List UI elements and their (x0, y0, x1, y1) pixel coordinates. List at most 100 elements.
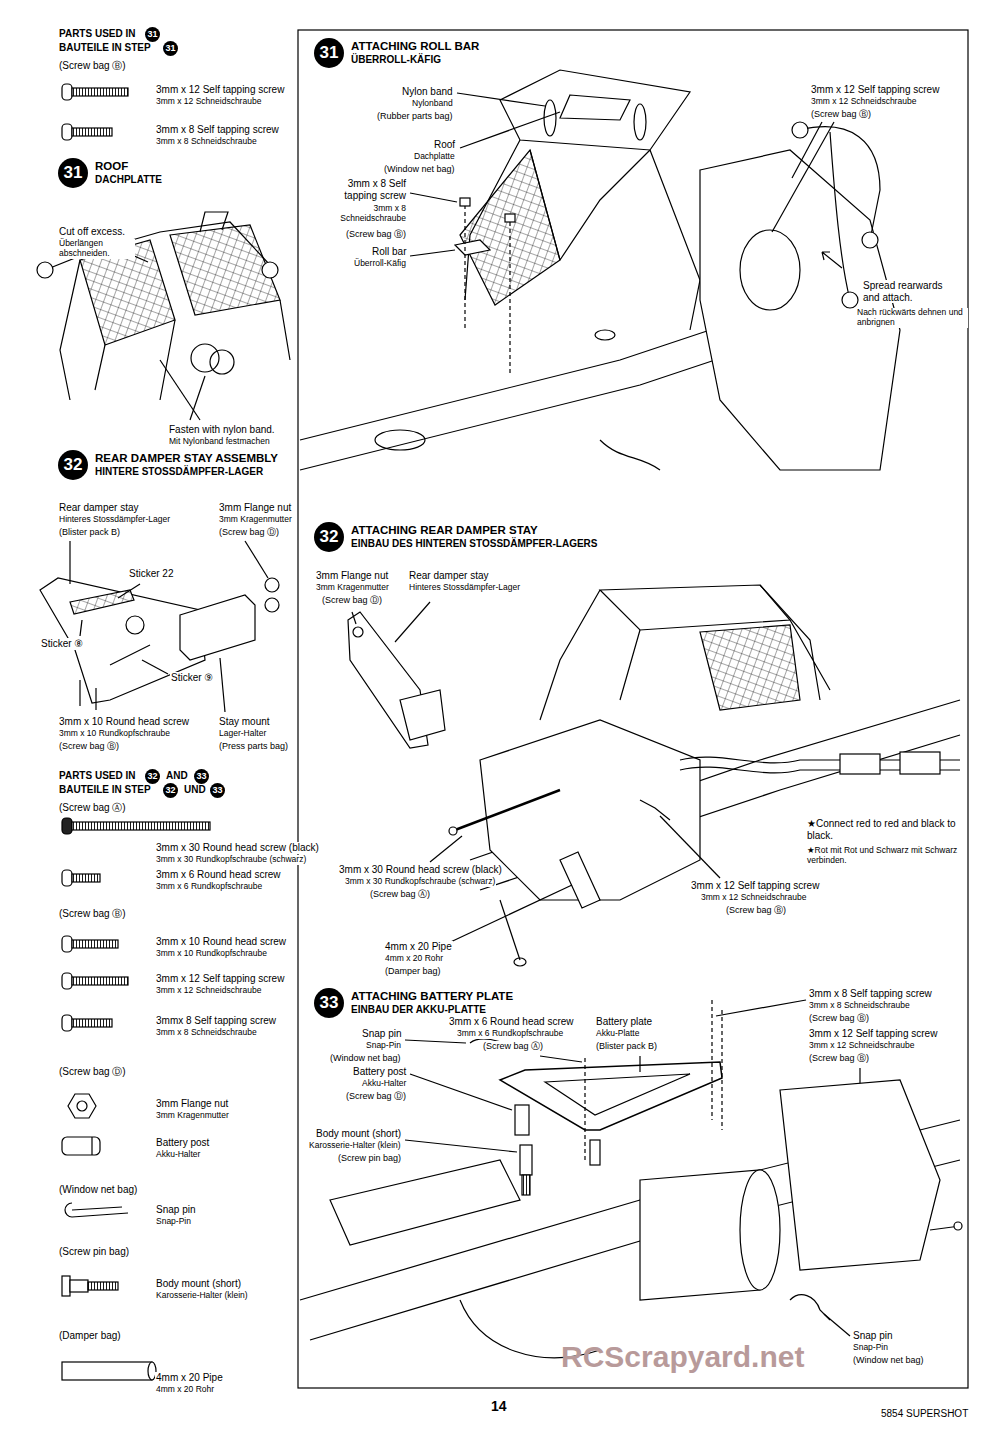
part-label: Body mount (short) (315, 1128, 402, 1140)
part-label: 3mm x 30 Rundkopfschraube (schwarz) (155, 855, 307, 865)
part-label: (Rubber parts bag) (376, 111, 454, 121)
part-label: (Screw bag Ⓑ) (725, 905, 787, 915)
part-label: 3mm Kragenmutter (155, 1111, 230, 1121)
part-label: 4mm x 20 Pipe (155, 1372, 224, 1384)
part-label: 3mm x 12 Self tapping screw (690, 880, 820, 892)
part-label: (Window net bag) (383, 164, 456, 174)
part-label: (Screw bag Ⓑ) (58, 60, 127, 72)
part-label: Dachplatte (413, 152, 456, 162)
step-number: 31 (58, 158, 88, 188)
part-label: 3mm x 12 Schneidschraube (808, 1041, 915, 1051)
part-label: 3mm Kragenmutter (218, 515, 293, 525)
part-label: Body mount (short) (155, 1278, 242, 1290)
part-label: Snap-Pin (155, 1217, 192, 1227)
part-label: 3mm Flange nut (218, 502, 292, 514)
part-label: 3mm x 12 Self tapping screw (808, 1028, 938, 1040)
part-label: (Screw bag Ⓑ) (345, 229, 407, 239)
part-label: 4mm x 20 Rohr (155, 1385, 215, 1395)
part-label: (Window net bag) (852, 1355, 925, 1365)
step-title: DACHPLATTE (95, 174, 162, 186)
part-label: Überlängen abschneiden. (58, 239, 135, 259)
section-heading: AND (165, 770, 189, 782)
step-ref-number: 33 (194, 769, 209, 784)
part-label: 3mm x 12 Self tapping screw (155, 84, 285, 96)
part-label: 3mm Kragenmutter (315, 583, 390, 593)
part-label: (Screw bag Ⓑ) (808, 1013, 870, 1023)
part-label: 3mm x 8 Self tapping screw (808, 988, 933, 1000)
part-label: Battery post (352, 1066, 407, 1078)
page-number: 14 (490, 1398, 508, 1414)
part-label: (Screw bag Ⓐ) (58, 802, 127, 814)
part-label: Snap-Pin (852, 1343, 889, 1353)
part-label: 3mm x 10 Rundkopfschraube (58, 729, 171, 739)
part-label: Karosserie-Halter (klein) (308, 1141, 402, 1151)
part-label: 3mm x 8 Self tapping screw (155, 124, 280, 136)
part-label: Snap pin (361, 1028, 402, 1040)
section-heading: BAUTEILE IN STEP (58, 42, 152, 54)
part-label: (Window net bag) (58, 1184, 138, 1196)
step-number: 33 (314, 988, 344, 1018)
section-heading: PARTS USED IN (58, 770, 137, 782)
step-ref-number: 31 (163, 41, 178, 56)
part-label: Spread rearwards and attach. (862, 280, 962, 303)
step-heading: 31ATTACHING ROLL BARÜBERROLL-KÄFIG (314, 38, 482, 70)
part-label: (Screw bag Ⓓ) (321, 595, 383, 605)
part-label: Fasten with nylon band. (168, 424, 276, 436)
step-ref-number: 32 (163, 783, 178, 798)
part-label: (Screw bag Ⓓ) (58, 1066, 127, 1078)
part-label: Cut off excess. (58, 226, 126, 238)
part-label: ★Connect red to red and black to black. (806, 818, 966, 841)
step-title: EINBAU DES HINTEREN STOSSDÄMPFER-LAGERS (351, 538, 598, 550)
part-label: (Screw bag Ⓑ) (58, 741, 120, 751)
part-label: Rear damper stay (408, 570, 489, 582)
part-label: (Screw bag Ⓓ) (345, 1091, 407, 1101)
part-label: Nylonband (411, 99, 454, 109)
part-label: (Damper bag) (384, 966, 442, 976)
step-heading: 31ROOFDACHPLATTE (58, 158, 165, 190)
part-label: 4mm x 20 Pipe (384, 941, 453, 953)
part-label: Nach rückwärts dehnen und anbrignen (856, 308, 968, 328)
part-label: 3mm x 6 Rundkopfschraube (456, 1029, 564, 1039)
part-label: 3mm x 30 Round head screw (black) (338, 864, 503, 876)
part-label: Akku-Platte (595, 1029, 640, 1039)
part-label: Battery post (155, 1137, 210, 1149)
part-label: 3mm Flange nut (315, 570, 389, 582)
part-label: Stay mount (218, 716, 271, 728)
step-heading: 32ATTACHING REAR DAMPER STAYEINBAU DES H… (314, 522, 600, 554)
part-label: ★Rot mit Rot und Schwarz mit Schwarz ver… (806, 846, 966, 866)
part-label: Mit Nylonband festmachen (168, 437, 271, 447)
step-title: REAR DAMPER STAY ASSEMBLY (95, 452, 278, 465)
part-label: (Blister pack B) (58, 527, 121, 537)
part-label: 3mm x 8 Schneidschraube (808, 1001, 911, 1011)
part-label: 3mm x 12 Schneidschraube (155, 97, 262, 107)
part-label: (Screw bag Ⓐ) (482, 1041, 544, 1051)
part-label: Snap-Pin (365, 1041, 402, 1051)
part-label: 3mm x 12 Schneidschraube (155, 986, 262, 996)
part-label: 3mm x 10 Round head screw (58, 716, 190, 728)
part-label: Nylon band (401, 86, 454, 98)
part-label: 3mm x 6 Round head screw (155, 869, 282, 881)
part-label: 3mm x 30 Round head screw (black) (155, 842, 320, 854)
part-label: Sticker 22 (128, 568, 174, 580)
step-heading: 32REAR DAMPER STAY ASSEMBLYHINTERE STOSS… (58, 450, 280, 482)
part-label: 3mm x 12 Self tapping screw (810, 84, 940, 96)
section-heading: UND (183, 784, 207, 796)
part-label: 5854 SUPERSHOT (880, 1408, 969, 1420)
part-label: (Window net bag) (329, 1053, 402, 1063)
step-number: 32 (58, 450, 88, 480)
step-ref-number: 31 (145, 27, 160, 42)
part-label: (Screw bag Ⓓ) (218, 527, 280, 537)
section-heading: PARTS USED IN (58, 28, 137, 40)
part-label: (Screw bag Ⓑ) (808, 1053, 870, 1063)
part-label: Überroll-Käfig (353, 259, 407, 269)
part-label: 3mm x 8 Schneidschraube (333, 204, 407, 224)
watermark: RCScrapyard.net (560, 1340, 805, 1375)
part-label: Battery plate (595, 1016, 653, 1028)
step-ref-number: 33 (210, 783, 225, 798)
part-label: (Screw pin bag) (58, 1246, 130, 1258)
part-label: Snap pin (155, 1204, 196, 1216)
part-label: 3mm x 30 Rundkopfschraube (schwarz) (344, 877, 496, 887)
part-label: 3mm x 12 Self tapping screw (155, 973, 285, 985)
part-label: (Screw pin bag) (337, 1153, 402, 1163)
part-label: 3mm x 8 Schneidschraube (155, 137, 258, 147)
